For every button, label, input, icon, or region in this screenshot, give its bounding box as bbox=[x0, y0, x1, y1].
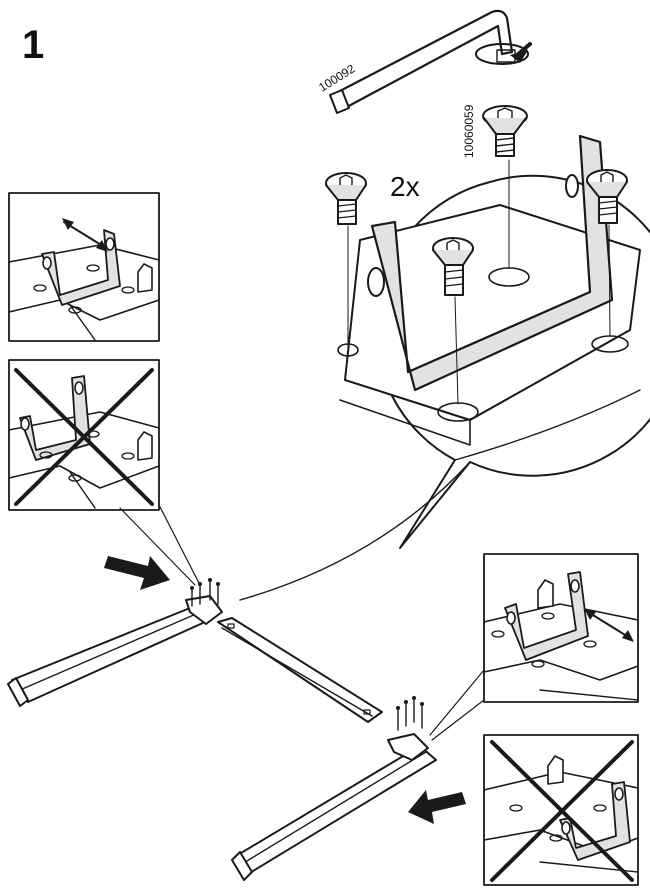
arrow-right-icon bbox=[104, 556, 170, 590]
detail-box-incorrect-orientation-right bbox=[483, 734, 639, 886]
screw-icon bbox=[432, 237, 474, 405]
rail-end-bracket-detail bbox=[339, 134, 641, 461]
screw-part-number: 10060059 bbox=[462, 104, 476, 158]
cross-rail bbox=[217, 617, 383, 723]
detail-box-correct-orientation-left bbox=[8, 192, 160, 342]
screw-icon bbox=[325, 172, 367, 347]
cross-out-icon bbox=[490, 740, 634, 882]
detail-box-incorrect-orientation-left bbox=[8, 359, 201, 586]
step-number: 1 bbox=[22, 23, 44, 67]
detail-box-correct-orientation-right bbox=[429, 553, 639, 741]
cross-out-icon bbox=[14, 368, 154, 506]
screw-icon bbox=[586, 169, 628, 337]
right-leg-rail bbox=[231, 696, 437, 881]
screw-quantity-label: 2x bbox=[390, 171, 420, 202]
screw-top-icon bbox=[482, 105, 528, 157]
arrow-left-icon bbox=[408, 790, 466, 824]
rotate-clockwise-icon bbox=[475, 42, 532, 65]
left-leg-rail bbox=[7, 578, 223, 707]
